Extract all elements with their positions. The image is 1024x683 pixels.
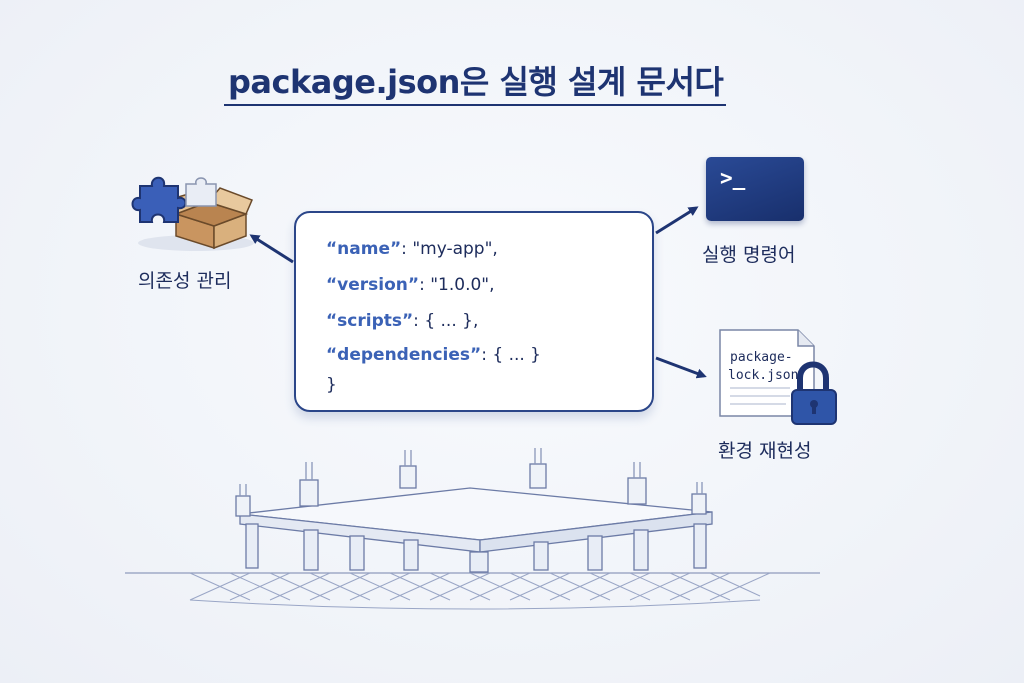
label-reproduce: 환경 재현성 [718,440,812,462]
code-value: "1.0.0", [430,275,495,295]
title-underline [224,104,726,106]
lock-icon [791,361,837,425]
arrow-to-run [655,206,699,235]
label-run: 실행 명령어 [702,244,796,266]
code-value: { ... }, [424,311,479,331]
code-key: “scripts” [326,311,414,331]
lockfile-line-1: package- [730,350,793,365]
code-line-name: “name”: "my-app", [326,239,498,259]
code-value: "my-app", [412,239,498,259]
package-json-card: “name”: "my-app", “version”: "1.0.0", “s… [294,211,654,412]
code-value: { ... } [492,345,541,365]
page-title: package.json은 실행 설계 문서다 [228,63,724,101]
arrow-to-dependency [249,234,294,264]
code-key: “dependencies” [326,345,482,365]
lockfile-line-2: lock.json [728,368,799,383]
terminal-prompt: >_ [720,166,746,190]
code-line-dependencies: “dependencies”: { ... } [326,345,541,365]
code-line-version: “version”: "1.0.0", [326,275,495,295]
code-closing-brace: } [326,375,337,395]
label-dependency: 의존성 관리 [138,270,232,292]
puzzle-box-icon [131,176,254,251]
building-foundation-icon [125,448,820,610]
arrow-to-reproduce [655,356,707,379]
code-line-scripts: “scripts”: { ... }, [326,311,479,331]
code-key: “name” [326,239,402,259]
code-key: “version” [326,275,420,295]
document-icon [719,329,815,417]
puzzle-icon [131,176,187,223]
terminal-icon: >_ [706,157,804,221]
